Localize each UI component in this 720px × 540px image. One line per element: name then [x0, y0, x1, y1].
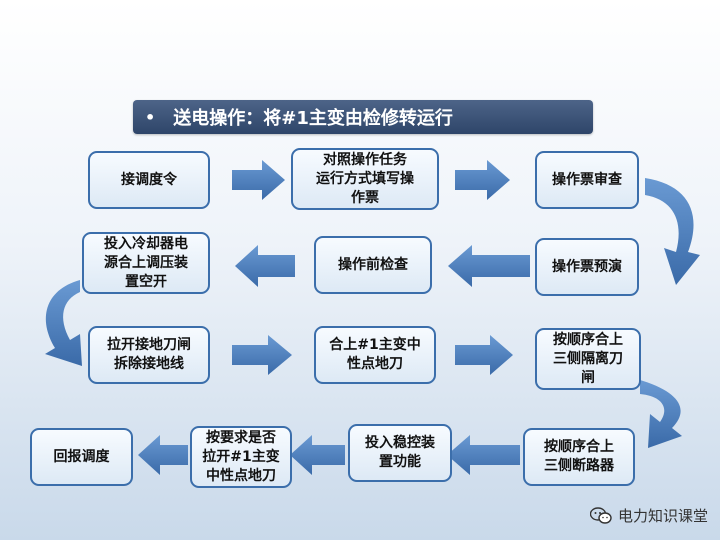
step-node-13: 回报调度 [30, 428, 133, 486]
step-node-5: 操作前检查 [314, 236, 432, 294]
arrow-left-5 [138, 435, 188, 475]
title-bullet: • [145, 107, 156, 127]
step-node-8: 合上#1主变中 性点地刀 [314, 326, 436, 384]
step-node-1: 接调度令 [88, 151, 210, 209]
step-node-4: 操作票预演 [535, 238, 639, 296]
title-bar: • 送电操作：将#1主变由检修转运行 [133, 100, 593, 134]
wechat-icon [589, 506, 612, 524]
step-node-11: 投入稳控装 置功能 [348, 424, 452, 482]
arrow-left-4 [290, 435, 345, 475]
arrow-left-2 [235, 245, 295, 287]
step-node-7: 拉开接地刀闸 拆除接地线 [88, 326, 210, 384]
arrow-right-4 [455, 335, 513, 375]
arrow-right-1 [232, 160, 285, 200]
curve-arrow-down-left [45, 280, 82, 366]
step-node-12: 按要求是否 拉开#1主变 中性点地刀 [190, 426, 292, 488]
arrow-left-1 [448, 245, 530, 287]
step-node-3: 操作票审查 [535, 151, 639, 209]
watermark-text: 电力知识课堂 [617, 507, 708, 525]
arrow-left-3 [447, 435, 520, 475]
page-title: 送电操作：将#1主变由检修转运行 [173, 108, 453, 129]
step-node-6: 投入冷却器电 源合上调压装 置空开 [82, 232, 210, 294]
curve-arrow-down-right-1 [645, 178, 700, 285]
step-node-2: 对照操作任务 运行方式填写操 作票 [291, 148, 439, 210]
step-node-9: 按顺序合上 三侧隔离刀 闸 [535, 328, 641, 390]
watermark: 电力知识课堂 [589, 505, 708, 526]
arrow-right-2 [455, 160, 510, 200]
arrow-right-3 [232, 335, 292, 375]
step-node-10: 按顺序合上 三侧断路器 [523, 428, 635, 486]
curve-arrow-down-right-2 [640, 380, 682, 448]
